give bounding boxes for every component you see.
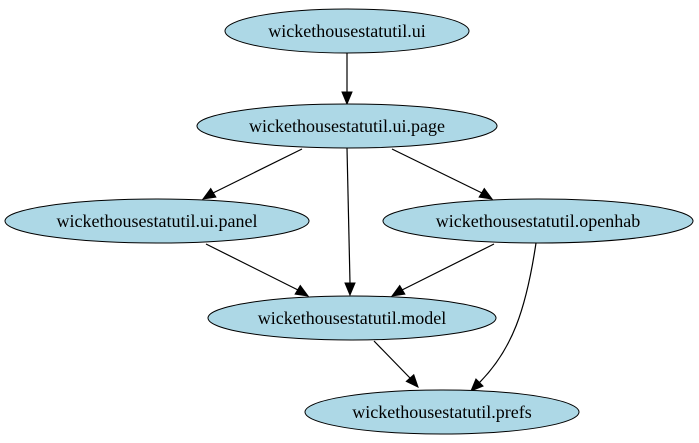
edges-layer [201, 53, 537, 392]
node-openhab-label: wickethousestatutil.openhab [436, 211, 640, 231]
edge-openhab-prefs-line [478, 242, 537, 384]
edge-panel-model-line [205, 243, 299, 291]
node-prefs[interactable]: wickethousestatutil.prefs [304, 389, 580, 435]
edge-panel-model-arrowhead [294, 284, 310, 297]
edge-model-prefs-line [373, 340, 411, 379]
node-model-shape [207, 295, 497, 341]
node-ui[interactable]: wickethousestatutil.ui [224, 8, 470, 54]
node-page-label: wickethousestatutil.ui.page [249, 116, 445, 136]
node-panel-shape [4, 198, 310, 244]
node-openhab[interactable]: wickethousestatutil.openhab [382, 198, 694, 244]
node-ui-label: wickethousestatutil.ui [268, 21, 425, 41]
edge-page-panel-arrowhead [201, 187, 217, 200]
edge-ui-page [341, 53, 353, 106]
edge-page-model-line [346, 147, 351, 284]
edge-page-panel-line [212, 148, 303, 194]
edge-page-openhab-arrowhead [478, 187, 494, 200]
node-model-label: wickethousestatutil.model [258, 308, 446, 328]
edge-openhab-model [390, 243, 495, 297]
edge-model-prefs [373, 340, 419, 388]
node-page-shape [196, 103, 498, 149]
edge-page-openhab-line [391, 148, 483, 194]
node-page[interactable]: wickethousestatutil.ui.page [196, 103, 498, 149]
edge-openhab-model-line [401, 243, 495, 291]
edge-ui-page-arrowhead [341, 91, 353, 106]
edge-openhab-prefs-arrowhead [470, 378, 484, 392]
node-panel-label: wickethousestatutil.ui.panel [57, 211, 258, 231]
edge-openhab-prefs [470, 242, 537, 392]
node-prefs-shape [304, 389, 580, 435]
edge-page-panel [201, 148, 303, 200]
edge-page-openhab [391, 148, 494, 200]
nodes-layer: wickethousestatutil.ui wickethousestatut… [4, 8, 694, 435]
node-panel[interactable]: wickethousestatutil.ui.panel [4, 198, 310, 244]
edge-panel-model [205, 243, 310, 297]
edge-page-model [344, 147, 356, 297]
node-prefs-label: wickethousestatutil.prefs [352, 402, 531, 422]
edge-page-model-arrowhead [344, 282, 356, 297]
node-ui-shape [224, 8, 470, 54]
node-model[interactable]: wickethousestatutil.model [207, 295, 497, 341]
edge-openhab-model-arrowhead [390, 284, 406, 297]
edge-model-prefs-arrowhead [405, 373, 419, 388]
node-openhab-shape [382, 198, 694, 244]
